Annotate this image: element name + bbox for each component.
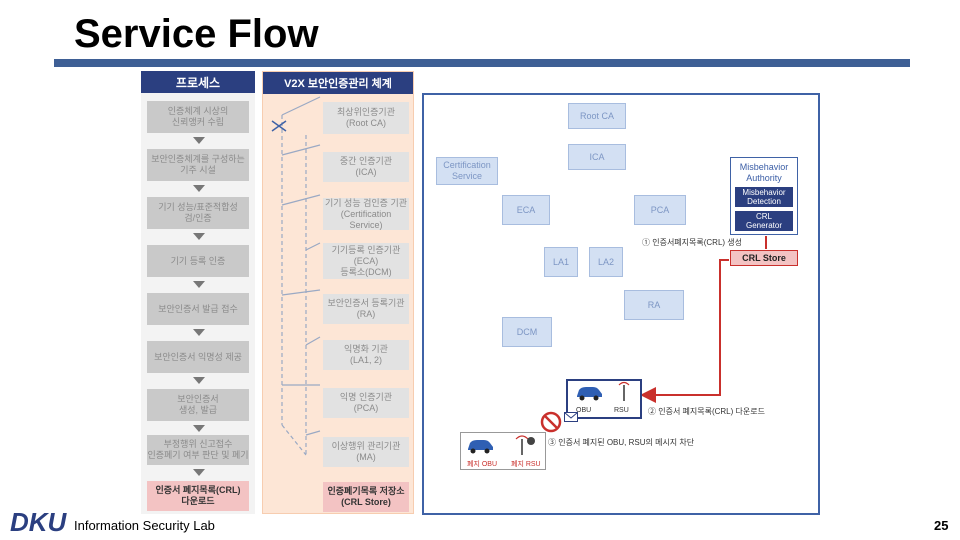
revoked-devices: 폐지 OBU 폐지 RSU <box>460 432 546 470</box>
org-ma: 이상행위 관리기관 (MA) <box>323 437 409 467</box>
title-underline <box>54 59 910 67</box>
node-crl-generator: CRL Generator <box>735 211 793 231</box>
page-number: 25 <box>934 518 949 533</box>
process-step-crl: 인증서 폐지목록(CRL) 다운로드 <box>147 481 249 511</box>
car-icon <box>577 387 602 401</box>
node-misbehavior-authority: Misbehavior Authority Misbehavior Detect… <box>730 157 798 235</box>
org-la: 익명화 기관 (LA1, 2) <box>323 340 409 370</box>
label-rsu: RSU <box>614 407 629 414</box>
node-certification-service: Certification Service <box>436 157 498 185</box>
down-arrow-icon <box>193 469 205 476</box>
process-header: 프로세스 <box>141 71 255 93</box>
down-arrow-icon <box>193 377 205 384</box>
down-arrow-icon <box>193 185 205 192</box>
note-crl-download: ② 인증서 폐지목록(CRL) 다운로드 <box>648 407 765 416</box>
node-crl-store: CRL Store <box>730 250 798 266</box>
architecture-diagram: Root CA ICA Certification Service ECA PC… <box>422 93 820 515</box>
process-step: 인증체계 시상의 신뢰앵커 수립 <box>147 101 249 133</box>
down-arrow-icon <box>193 329 205 336</box>
revoked-rsu-icon <box>515 435 535 455</box>
revoked-car-icon <box>468 440 493 454</box>
org-ra: 보안인증서 등록기관 (RA) <box>323 294 409 324</box>
down-arrow-icon <box>193 425 205 432</box>
node-root-ca: Root CA <box>568 103 626 129</box>
org-eca-dcm: 기기등록 인증기관 (ECA) 등록소(DCM) <box>323 243 409 279</box>
vehicle-group: OBU RSU <box>566 379 642 419</box>
process-step: 보안인증체계를 구성하는 기주 시설 <box>147 149 249 181</box>
node-la2: LA2 <box>589 247 623 277</box>
process-step: 부정행위 신고접수 인증폐기 여부 판단 및 폐기 <box>147 435 249 465</box>
label-revoked-rsu: 폐지 RSU <box>511 461 541 468</box>
process-step: 보안인증서 발급 접수 <box>147 293 249 325</box>
dku-logo-icon: DKU <box>10 507 68 537</box>
process-column: 프로세스 인증체계 시상의 신뢰앵커 수립 보안인증체계를 구성하는 기주 시설… <box>141 71 255 514</box>
org-pca: 익명 인증기관 (PCA) <box>323 388 409 418</box>
node-ica: ICA <box>568 144 626 170</box>
org-root-ca: 최상위인증기관 (Root CA) <box>323 102 409 134</box>
note-crl-generate: ① 인증서폐지목록(CRL) 생성 <box>642 238 743 247</box>
label-revoked-obu: 폐지 OBU <box>467 461 497 468</box>
process-step: 기기 성능/표준적합성 검/인증 <box>147 197 249 229</box>
node-la1: LA1 <box>544 247 578 277</box>
system-column: V2X 보안인증관리 체계 최상위인증기관 (Root CA) 중간 인증기관 … <box>262 71 414 514</box>
org-ica: 중간 인증기관 (ICA) <box>323 152 409 182</box>
chain-link-icon <box>271 96 321 456</box>
node-eca: ECA <box>502 195 550 225</box>
process-step: 보안인증서 익명성 제공 <box>147 341 249 373</box>
connector-lines <box>640 236 767 403</box>
system-header: V2X 보안인증관리 체계 <box>263 72 413 94</box>
node-ra: RA <box>624 290 684 320</box>
process-step: 기기 등록 인증 <box>147 245 249 277</box>
label-obu: OBU <box>576 407 592 414</box>
logo-text: DKU <box>10 507 68 537</box>
blocked-icon <box>540 411 562 433</box>
page-title: Service Flow <box>74 12 319 56</box>
down-arrow-icon <box>193 137 205 144</box>
org-crl-store: 인증폐기목록 저장소 (CRL Store) <box>323 482 409 512</box>
footer-lab-name: Information Security Lab <box>74 518 215 533</box>
message-envelope-icon <box>564 412 578 422</box>
node-dcm: DCM <box>502 317 552 347</box>
note-message-block: ③ 인증서 폐지된 OBU, RSU의 메시지 차단 <box>548 438 695 447</box>
antenna-icon <box>618 381 630 401</box>
down-arrow-icon <box>193 233 205 240</box>
process-step: 보안인증서 생성, 발급 <box>147 389 249 421</box>
down-arrow-icon <box>193 281 205 288</box>
ma-title: Misbehavior Authority <box>739 162 789 183</box>
node-pca: PCA <box>634 195 686 225</box>
org-certification-service: 기기 성능 검인증 기관 (Certification Service) <box>323 197 409 230</box>
node-misbehavior-detection: Misbehavior Detection <box>735 187 793 207</box>
